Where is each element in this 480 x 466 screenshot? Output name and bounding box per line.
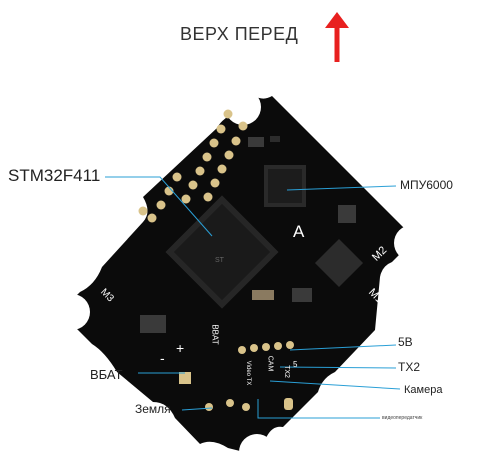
silk-five: 5 — [293, 360, 298, 369]
svg-text:ST: ST — [215, 257, 225, 264]
label-vbat: ВБАТ — [90, 367, 123, 382]
callout-lines — [105, 176, 401, 419]
label-tx2: TX2 — [398, 360, 421, 374]
bottom-pads — [179, 341, 294, 411]
components — [140, 136, 364, 333]
pad-rows — [138, 109, 248, 223]
label-stm32f411: STM32F411 — [8, 166, 101, 185]
page-title: ВЕРХ ПЕРЕД — [180, 24, 299, 44]
silk-plus: + — [176, 340, 185, 356]
up-arrow-icon — [325, 12, 349, 62]
mpu-chip — [264, 165, 306, 207]
silk-video-tx: Video TX — [245, 360, 252, 386]
silk-a: A — [293, 222, 305, 241]
label-ground: Земля — [135, 402, 171, 416]
label-5v: 5В — [398, 335, 413, 349]
label-video-transmitter: видеопередатчик — [382, 415, 423, 421]
label-camera: Камера — [404, 384, 443, 396]
silk-cam: CAM — [266, 355, 274, 372]
silk-bbat: BBAT — [210, 324, 220, 345]
mcu-chip: ST — [165, 195, 279, 309]
label-mpu6000: МПУ6000 — [400, 178, 453, 192]
silk-minus: - — [160, 350, 165, 366]
silk-tx2: TX2 — [282, 365, 290, 378]
